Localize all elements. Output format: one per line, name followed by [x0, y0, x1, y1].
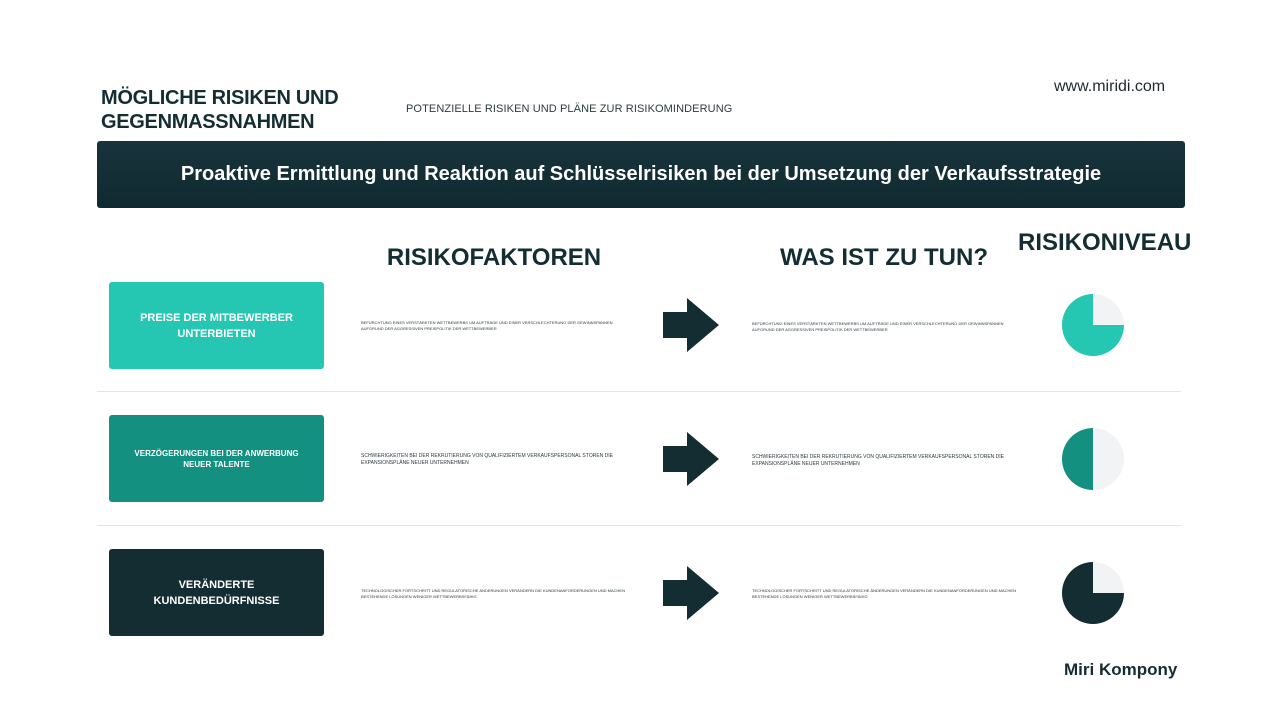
- risk-label: VERÄNDERTE KUNDENBEDÜRFNISSE: [153, 578, 280, 607]
- row-divider: [97, 525, 1181, 526]
- company-name: Miri Kompony: [1064, 660, 1178, 679]
- pie-slice: [1062, 428, 1093, 490]
- row-divider: [97, 391, 1181, 392]
- risk-label: PREISE DER MITBEWERBER UNTERBIETEN: [140, 311, 293, 340]
- risk-label: VERZÖGERUNGEN BEI DER ANWERBUNG NEUER TA…: [134, 448, 299, 469]
- risk-level-pie: [1062, 428, 1124, 490]
- risk-description: BEFÜRCHTUNG EINES VERSTÄRKTEN WETTBEWERB…: [361, 320, 613, 331]
- banner-text: Proaktive Ermittlung und Reaktion auf Sc…: [180, 163, 1102, 185]
- pie-slice: [1062, 562, 1124, 624]
- arrow-right-icon: [663, 566, 719, 620]
- action-description: TECHNOLOGISCHER FORTSCHRITT UND REGULATO…: [752, 588, 1016, 599]
- arrow-right-icon: [663, 432, 719, 486]
- action-description: BEFÜRCHTUNG EINES VERSTÄRKTEN WETTBEWERB…: [752, 321, 1004, 332]
- action-description: SCHWIERIGKEITEN BEI DER REKRUTIERUNG VON…: [752, 454, 1004, 467]
- column-header-what-to-do: WAS IST ZU TUN?: [780, 244, 988, 271]
- risk-level-pie: [1062, 294, 1124, 356]
- arrow-right-icon: [663, 298, 719, 352]
- pie-slice: [1062, 294, 1124, 356]
- risk-label-box: VERÄNDERTE KUNDENBEDÜRFNISSE: [109, 549, 324, 636]
- risk-description: TECHNOLOGISCHER FORTSCHRITT UND REGULATO…: [361, 588, 625, 599]
- risk-level-pie: [1062, 562, 1124, 624]
- page-subtitle: POTENZIELLE RISIKEN UND PLÄNE ZUR RISIKO…: [406, 103, 733, 115]
- page-title: MÖGLICHE RISIKEN UND GEGENMASSNAHMEN: [101, 87, 339, 133]
- risk-label-box: VERZÖGERUNGEN BEI DER ANWERBUNG NEUER TA…: [109, 415, 324, 502]
- website-link[interactable]: www.miridi.com: [1054, 78, 1166, 95]
- column-header-risk-factors: RISIKOFAKTOREN: [386, 244, 602, 271]
- risk-description: SCHWIERIGKEITEN BEI DER REKRUTIERUNG VON…: [361, 453, 613, 466]
- risk-label-box: PREISE DER MITBEWERBER UNTERBIETEN: [109, 282, 324, 369]
- headline-banner: Proaktive Ermittlung und Reaktion auf Sc…: [97, 141, 1185, 208]
- column-header-risk-level: RISIKONIVEAU: [1018, 229, 1192, 256]
